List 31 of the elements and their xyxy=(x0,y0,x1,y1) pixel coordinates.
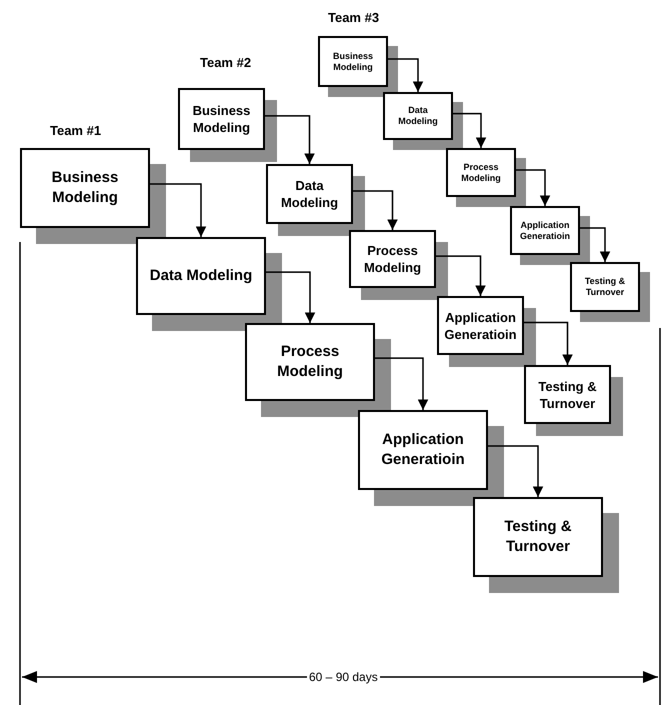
arrow xyxy=(265,115,315,164)
process-box: Data Modeling xyxy=(136,237,266,315)
process-box: Application Generatioin xyxy=(437,296,524,355)
arrow xyxy=(436,255,486,296)
arrow xyxy=(453,112,486,148)
arrow xyxy=(580,227,610,262)
arrow xyxy=(266,271,316,323)
process-box: Testing & Turnover xyxy=(473,497,603,577)
arrow xyxy=(516,169,550,206)
process-box: Data Modeling xyxy=(266,164,353,224)
arrow xyxy=(488,445,544,497)
arrow xyxy=(150,183,206,237)
process-box: Data Modeling xyxy=(383,92,453,140)
process-box: Process Modeling xyxy=(349,230,436,288)
arrow xyxy=(353,190,398,230)
process-box: Business Modeling xyxy=(318,36,388,87)
process-box: Business Modeling xyxy=(20,148,150,228)
process-box: Process Modeling xyxy=(245,323,375,401)
process-box: Testing & Turnover xyxy=(524,365,611,424)
arrow xyxy=(524,322,573,365)
team-label: Team #1 xyxy=(50,122,102,140)
process-box: Application Generatioin xyxy=(358,410,488,490)
dimension-label: 60 – 90 days xyxy=(307,670,380,684)
process-box: Process Modeling xyxy=(446,148,516,197)
process-box: Business Modeling xyxy=(178,88,265,150)
arrow xyxy=(375,357,428,410)
process-box: Testing & Turnover xyxy=(570,262,640,312)
team-label: Team #3 xyxy=(328,9,380,27)
arrow xyxy=(388,58,424,92)
team-label: Team #2 xyxy=(200,54,252,72)
process-box: Application Generatioin xyxy=(510,206,580,255)
